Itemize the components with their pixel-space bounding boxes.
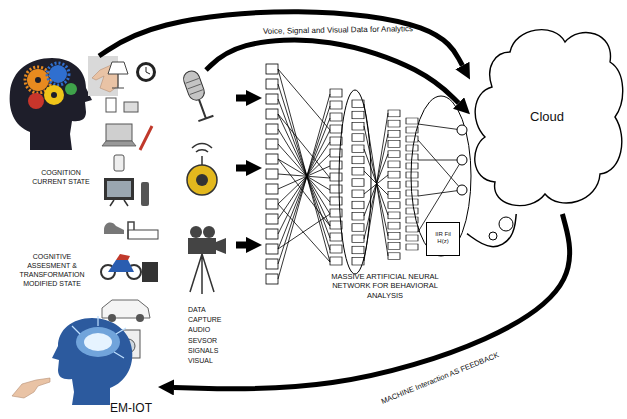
edge-label: Voice, Signal and Visual Data for Analyt… [203, 23, 473, 37]
tv-icon [104, 178, 134, 200]
camera-reel [203, 226, 215, 238]
microphone-stand [192, 97, 214, 121]
lamp-icon [108, 62, 128, 74]
activation-node [457, 125, 467, 135]
book-icon [142, 262, 158, 282]
car-wheel [108, 314, 116, 322]
node-text: COGNITION CURRENT STATE [24, 168, 98, 186]
camera-reel [190, 226, 202, 238]
microphone-grill [186, 78, 203, 94]
lamp-icon [112, 74, 124, 88]
signal-waves [192, 144, 212, 166]
clock-icon [139, 65, 153, 79]
microphone-icon [181, 69, 213, 121]
hand [12, 378, 50, 398]
bed-icon [128, 222, 134, 239]
bike-body [116, 254, 130, 260]
gear [27, 69, 49, 91]
tv-stand [110, 200, 128, 206]
video-camera [188, 238, 216, 254]
brain-glow [84, 333, 112, 351]
output-lines [418, 124, 462, 232]
data-capture-node: DATA CAPTURE AUDIO SEVSOR SIGNALS VISUAL [176, 70, 236, 368]
node-text: H(z) [437, 238, 448, 245]
neuron-column [352, 100, 364, 265]
brain-glow [76, 327, 120, 357]
node-text: COGNITIVE ASSESMENT & TRANSFORMATION MOD… [14, 252, 90, 288]
neuron-column [406, 118, 418, 250]
gear-teeth [47, 63, 69, 85]
shoe-icon [104, 223, 124, 234]
arrow-connector [467, 214, 516, 247]
weight-lines [278, 69, 330, 279]
gear [44, 85, 64, 105]
arrow-connector [236, 241, 246, 248]
clock-hands [146, 67, 150, 74]
tv-screen [107, 181, 131, 197]
layer-ellipse [411, 96, 471, 256]
sensor-icon [187, 165, 217, 195]
gear [65, 83, 77, 95]
car-wheel [136, 314, 144, 322]
node-text: DATA CAPTURE AUDIO SEVSOR SIGNALS VISUAL [188, 305, 234, 366]
pen-icon [140, 126, 152, 150]
neuron-column [330, 89, 342, 265]
iir-filter-box: IIR FilH(z) [426, 222, 460, 256]
device-icon [124, 102, 138, 112]
cloud-bubble [489, 232, 497, 240]
node-text: MASSIVE ARTIFICIAL NEURAL NETWORK FOR BE… [315, 272, 455, 300]
node-text: IIR Fil [435, 231, 451, 238]
arrow-connector [236, 165, 246, 172]
neuron-column [388, 110, 400, 260]
arrow-connector [236, 95, 246, 102]
cognitive-assessment-node: COGNITIVE ASSESMENT & TRANSFORMATION MOD… [8, 252, 158, 402]
camera-lens [216, 238, 226, 254]
sensor-lens [196, 174, 208, 186]
cloud-node: Cloud [470, 22, 624, 214]
laptop-icon [106, 124, 132, 141]
arrow-connector [206, 40, 459, 103]
arrow-connector [174, 214, 570, 389]
laptop-icon [102, 141, 136, 146]
cloud-outline [475, 30, 623, 206]
clock-icon [136, 62, 156, 82]
activation-node [457, 155, 467, 165]
neural-network-node: MASSIVE ARTIFICIAL NEURAL NETWORK FOR BE… [262, 58, 467, 302]
microphone-head [181, 69, 206, 103]
bike-body [108, 260, 134, 272]
cloud-bubble [499, 217, 513, 231]
remote-icon [141, 182, 149, 206]
edge-label: MACHINE Interaction AS FEEDBACK [346, 336, 535, 419]
cognition-state-node: COGNITION CURRENT STATE [4, 56, 104, 188]
system-name-label: EM-IOT [110, 402, 180, 414]
glow-ray [72, 316, 126, 358]
gear-hub [51, 92, 57, 98]
layer-ellipse [339, 90, 371, 274]
gear-hub [35, 77, 41, 83]
node-text: Cloud [530, 109, 564, 125]
head-silhouette [10, 58, 92, 150]
player-icon [114, 155, 124, 171]
activation-node [457, 185, 467, 195]
device-icon [106, 98, 116, 112]
gear [28, 93, 44, 109]
neuron-column [266, 64, 278, 284]
gear [49, 65, 67, 83]
tripod [190, 254, 214, 294]
bed-icon [128, 230, 158, 239]
